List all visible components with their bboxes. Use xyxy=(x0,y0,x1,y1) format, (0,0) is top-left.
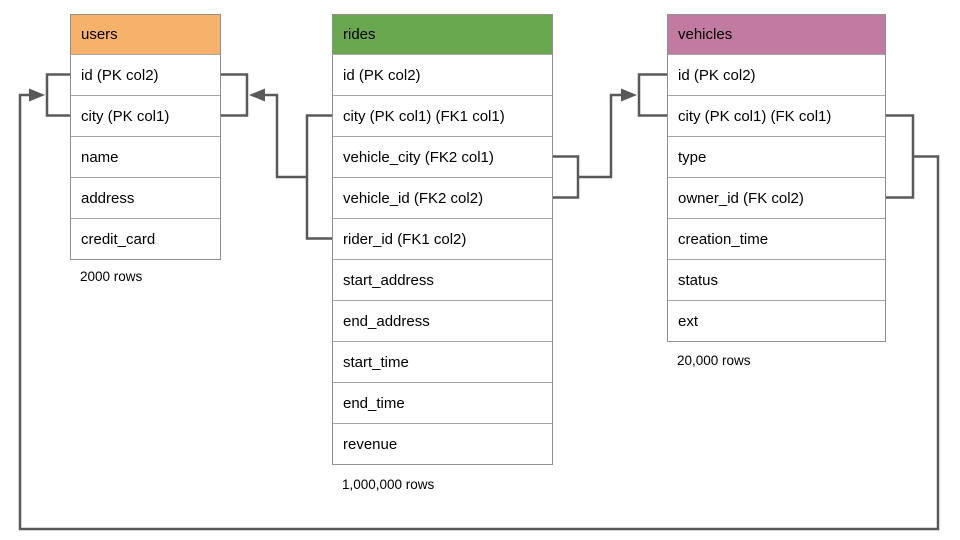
table-row: rider_id (FK1 col2) xyxy=(333,218,552,259)
table-row: creation_time xyxy=(668,218,885,259)
rides-fk2-bracket xyxy=(553,155,580,199)
vehicles-row-count: 20,000 rows xyxy=(677,353,751,368)
table-row: start_address xyxy=(333,259,552,300)
table-row: city (PK col1) (FK1 col1) xyxy=(333,95,552,136)
connector-rides-to-vehicles xyxy=(553,73,667,199)
table-row: start_time xyxy=(333,341,552,382)
table-row: id (PK col2) xyxy=(333,54,552,95)
rides-fk1-bracket xyxy=(305,114,333,240)
table-row: end_time xyxy=(333,382,552,423)
rides-table: rides id (PK col2) city (PK col1) (FK1 c… xyxy=(332,14,553,465)
vehicles-fk-bracket xyxy=(886,114,915,199)
users-pk-bracket xyxy=(221,73,249,117)
table-row: owner_id (FK col2) xyxy=(668,177,885,218)
table-row: type xyxy=(668,136,885,177)
table-row: ext xyxy=(668,300,885,341)
table-row: end_address xyxy=(333,300,552,341)
users-row-count: 2000 rows xyxy=(80,269,143,284)
table-row: city (PK col1) (FK col1) xyxy=(668,95,885,136)
vehicles-table-header: vehicles xyxy=(668,15,885,54)
table-row: id (PK col2) xyxy=(668,54,885,95)
vehicles-table: vehicles id (PK col2) city (PK col1) (FK… xyxy=(667,14,886,342)
connector-vehicles-to-users xyxy=(18,73,940,531)
table-row: city (PK col1) xyxy=(71,95,220,136)
table-row: vehicle_id (FK2 col2) xyxy=(333,177,552,218)
table-row: status xyxy=(668,259,885,300)
arrowhead-right-icon xyxy=(621,88,637,102)
arrowhead-right-icon xyxy=(29,88,45,102)
rides-table-header: rides xyxy=(333,15,552,54)
connector-rides-to-users xyxy=(221,73,333,240)
connector-line xyxy=(18,93,940,531)
rides-row-count: 1,000,000 rows xyxy=(342,477,435,492)
table-row: vehicle_city (FK2 col1) xyxy=(333,136,552,177)
table-row: revenue xyxy=(333,423,552,464)
arrowhead-left-icon xyxy=(249,88,265,102)
table-row: id (PK col2) xyxy=(71,54,220,95)
table-row: address xyxy=(71,177,220,218)
connector-line xyxy=(578,93,623,179)
users-pk-left-bracket xyxy=(45,73,70,117)
vehicles-pk-bracket xyxy=(637,73,667,117)
connector-line xyxy=(263,93,307,179)
table-row: credit_card xyxy=(71,218,220,259)
users-table: users id (PK col2) city (PK col1) name a… xyxy=(70,14,221,260)
users-table-header: users xyxy=(71,15,220,54)
table-row: name xyxy=(71,136,220,177)
